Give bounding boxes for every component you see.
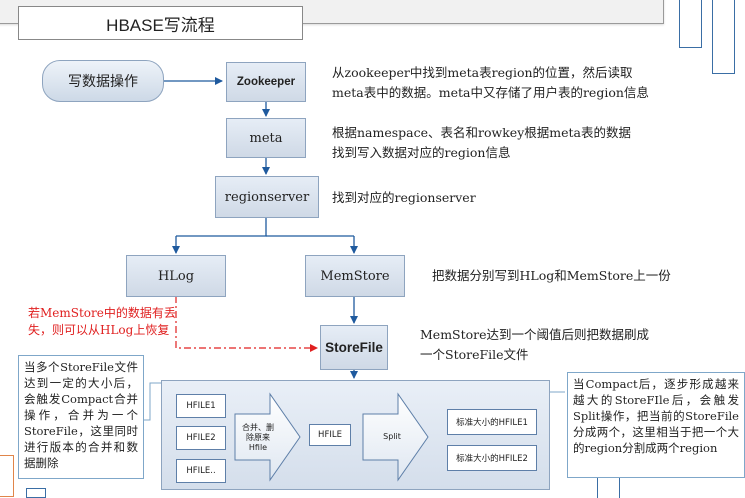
split-note: 当Compact后，逐步形成越来越大的StoreFIle后，会触发Split操作… (567, 372, 745, 478)
node-zookeeper: Zookeeper (226, 62, 306, 102)
split-arrow-shape (362, 392, 429, 482)
hfile-2: HFILE2 (176, 426, 226, 450)
hfile-1: HFILE1 (176, 394, 226, 418)
desc-regionserver: 找到对应的regionserver (332, 190, 476, 205)
page-title: HBASE写流程 (18, 6, 303, 40)
hfile-result-2: 标准大小的HFILE2 (447, 445, 537, 471)
desc-zookeeper-line2: meta表中的数据。meta中又存储了用户表的region信息 (332, 85, 649, 100)
desc-meta-line1: 根据namespace、表名和rowkey根据meta表的数据 (332, 125, 631, 140)
node-storefile: StoreFile (320, 325, 388, 370)
node-regionserver: regionserver (215, 176, 319, 218)
split-arrow-label: Split (383, 432, 401, 441)
hfile-more: HFILE.. (176, 459, 226, 483)
desc-flush-line2: 一个StoreFile文件 (420, 347, 529, 362)
desc-flush-line1: MemStore达到一个阈值后则把数据刷成 (420, 327, 650, 342)
node-hlog: HLog (126, 255, 226, 297)
hfile-merged: HFILE (309, 424, 351, 446)
merge-arrow-shape (234, 392, 301, 482)
compact-note: 当多个StoreFile文件达到一定的大小后，会触发Compact合并操作，合并… (18, 355, 144, 479)
desc-zookeeper-line1: 从zookeeper中找到meta表region的位置，然后读取 (332, 65, 633, 80)
node-memstore: MemStore (305, 255, 405, 297)
connector-regionserver-split (176, 217, 267, 237)
recovery-note-line1: 若MemStore中的数据有丢 (28, 306, 176, 320)
deco-frame-2 (712, 0, 735, 74)
desc-split-write: 把数据分别写到HLog和MemStore上一份 (432, 268, 671, 283)
merge-arrow-label: 合并、删除原来Hfile (242, 423, 274, 452)
start-node: 写数据操作 (42, 60, 164, 102)
deco-frame-1 (679, 0, 702, 48)
desc-meta-line2: 找到写入数据对应的region信息 (332, 145, 511, 160)
recovery-dashed-line (175, 296, 318, 352)
connector-left-note (144, 382, 162, 421)
node-meta: meta (226, 118, 306, 158)
recovery-note-line2: 失，则可以从HLog上恢复 (28, 323, 170, 337)
hfile-result-1: 标准大小的HFILE1 (447, 409, 537, 435)
